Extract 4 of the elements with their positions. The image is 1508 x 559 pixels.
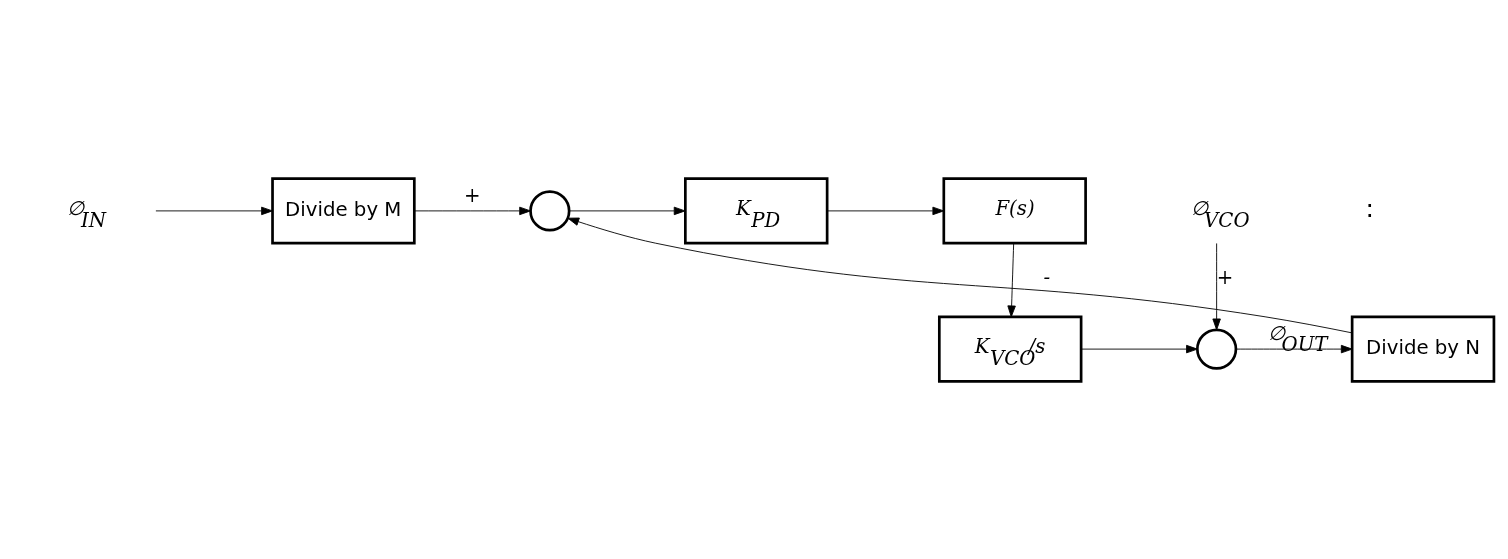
label: : [1365, 193, 1375, 223]
edge-label: + [463, 183, 481, 207]
edge-label: - [1043, 265, 1051, 289]
edge-label: + [1216, 265, 1234, 289]
